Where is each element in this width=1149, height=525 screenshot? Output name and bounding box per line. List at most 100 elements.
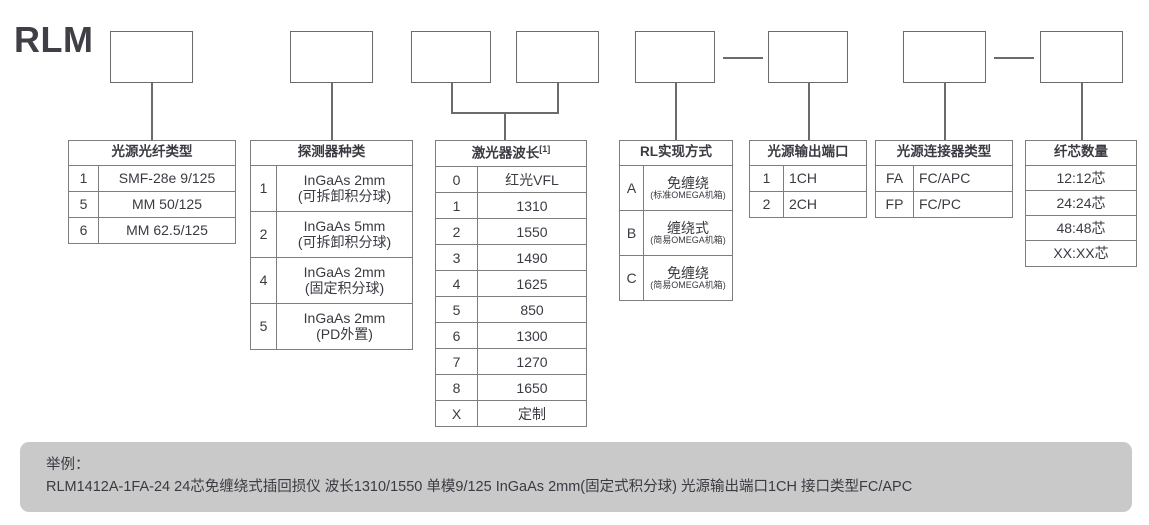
connector-6 bbox=[944, 83, 946, 140]
row-value: 1550 bbox=[516, 223, 548, 240]
table-row[interactable]: 1 SMF-28e 9/125 bbox=[69, 165, 235, 192]
row-key: 1 bbox=[750, 165, 784, 191]
table-row[interactable]: 12:12芯 bbox=[1026, 166, 1136, 191]
table-fiber-core-count: 纤芯数量 12:12芯 24:24芯 48:48芯 XX:XX芯 bbox=[1025, 140, 1137, 267]
table-light-source-output-port: 光源输出端口 1 1CH 2 2CH bbox=[749, 140, 867, 218]
table-row[interactable]: FP FC/PC bbox=[876, 191, 1012, 217]
row-value: FC/APC bbox=[919, 170, 971, 187]
code-box-4[interactable] bbox=[516, 31, 599, 83]
row-value-main: 免缠绕 bbox=[667, 264, 709, 281]
table-row[interactable]: XX:XX芯 bbox=[1053, 245, 1109, 262]
row-value: 1650 bbox=[516, 379, 548, 396]
connector-5 bbox=[808, 83, 810, 140]
code-box-5[interactable] bbox=[635, 31, 715, 83]
table-row[interactable]: 7 1270 bbox=[436, 349, 586, 376]
table-header: 光源输出端口 bbox=[750, 141, 866, 166]
row-key: 1 bbox=[436, 193, 478, 219]
table-light-source-connector-type: 光源连接器类型 FA FC/APC FP FC/PC bbox=[875, 140, 1013, 218]
table-row[interactable]: 8 1650 bbox=[436, 375, 586, 402]
table-row[interactable]: 2 1550 bbox=[436, 219, 586, 246]
row-key: 4 bbox=[251, 257, 277, 303]
table-row[interactable]: 5 InGaAs 2mm (PD外置) bbox=[251, 303, 412, 349]
connector-2 bbox=[331, 83, 333, 140]
table-header: 纤芯数量 bbox=[1026, 141, 1136, 166]
row-key: 6 bbox=[436, 323, 478, 349]
row-key: 2 bbox=[251, 211, 277, 257]
row-value-secondary: (可拆卸积分球) bbox=[297, 188, 392, 205]
row-key: FA bbox=[876, 165, 914, 191]
table-row[interactable]: 4 InGaAs 2mm (固定积分球) bbox=[251, 257, 412, 304]
row-value: 免缠绕 (标准OMEGA机箱) bbox=[644, 166, 732, 210]
row-value: 红光VFL bbox=[505, 171, 559, 188]
row-key: 1 bbox=[251, 165, 277, 211]
row-value: MM 50/125 bbox=[131, 196, 203, 213]
row-value-main: InGaAs 5mm bbox=[303, 218, 386, 235]
row-value-main: 缠绕式 bbox=[667, 219, 709, 236]
row-value-main: 免缠绕 bbox=[667, 174, 709, 191]
connector-7 bbox=[1081, 83, 1083, 140]
table-row[interactable]: 1 1310 bbox=[436, 193, 586, 220]
row-key: C bbox=[620, 255, 644, 300]
table-header: RL实现方式 bbox=[620, 141, 732, 166]
example-text: RLM1412A-1FA-24 24芯免缠绕式插回损仪 波长1310/1550 … bbox=[46, 479, 913, 496]
code-box-1[interactable] bbox=[110, 31, 193, 83]
table-header-label: 激光器波长 bbox=[471, 145, 540, 161]
row-value: InGaAs 5mm (可拆卸积分球) bbox=[277, 212, 412, 257]
table-row[interactable]: FA FC/APC bbox=[876, 165, 1012, 192]
row-value: 免缠绕 (简易OMEGA机箱) bbox=[644, 256, 732, 300]
row-value: 1310 bbox=[516, 197, 548, 214]
row-value: InGaAs 2mm (可拆卸积分球) bbox=[277, 166, 412, 211]
row-key: 5 bbox=[69, 191, 99, 217]
dash-separator-5-6 bbox=[723, 57, 763, 59]
row-value-main: InGaAs 2mm bbox=[303, 264, 386, 281]
table-row[interactable]: 48:48芯 bbox=[1026, 216, 1136, 241]
table-row[interactable]: C 免缠绕 (简易OMEGA机箱) bbox=[620, 255, 732, 300]
connector-3c bbox=[504, 112, 506, 140]
code-box-6[interactable] bbox=[768, 31, 848, 83]
row-value: 1270 bbox=[516, 353, 548, 370]
row-key: X bbox=[436, 401, 478, 427]
code-box-3[interactable] bbox=[411, 31, 491, 83]
table-row[interactable]: 2 InGaAs 5mm (可拆卸积分球) bbox=[251, 211, 412, 258]
row-key: 2 bbox=[436, 219, 478, 245]
row-value-main: InGaAs 2mm bbox=[303, 310, 386, 327]
code-box-7[interactable] bbox=[903, 31, 986, 83]
table-row[interactable]: 6 1300 bbox=[436, 323, 586, 350]
code-box-8[interactable] bbox=[1040, 31, 1123, 83]
row-key: B bbox=[620, 210, 644, 255]
table-row[interactable]: 2 2CH bbox=[750, 191, 866, 217]
row-key: 8 bbox=[436, 375, 478, 401]
row-value: 1300 bbox=[516, 327, 548, 344]
table-row[interactable]: A 免缠绕 (标准OMEGA机箱) bbox=[620, 165, 732, 211]
row-key: A bbox=[620, 165, 644, 210]
brand-logo: RLM bbox=[14, 19, 94, 60]
row-value: FC/PC bbox=[919, 196, 961, 213]
table-header: 激光器波长[1] bbox=[436, 141, 586, 168]
table-row[interactable]: 6 MM 62.5/125 bbox=[69, 217, 235, 243]
connector-3a bbox=[451, 83, 453, 113]
table-row[interactable]: B 缠绕式 (简易OMEGA机箱) bbox=[620, 210, 732, 256]
code-box-2[interactable] bbox=[290, 31, 373, 83]
table-detector-type: 探测器种类 1 InGaAs 2mm (可拆卸积分球) 2 InGaAs 5mm… bbox=[250, 140, 413, 350]
table-row[interactable]: 1 InGaAs 2mm (可拆卸积分球) bbox=[251, 165, 412, 212]
row-key: 6 bbox=[69, 217, 99, 243]
row-value: 1490 bbox=[516, 249, 548, 266]
footnote-marker: [1] bbox=[539, 144, 551, 154]
row-key: 7 bbox=[436, 349, 478, 375]
table-row[interactable]: 1 1CH bbox=[750, 165, 866, 192]
row-key: 5 bbox=[436, 297, 478, 323]
example-title: 举例： bbox=[46, 457, 90, 473]
table-row[interactable]: 5 MM 50/125 bbox=[69, 191, 235, 218]
connector-4 bbox=[675, 83, 677, 140]
row-value-secondary: (固定积分球) bbox=[304, 280, 385, 297]
row-value-note: (简易OMEGA机箱) bbox=[650, 234, 726, 245]
row-value: MM 62.5/125 bbox=[126, 222, 208, 239]
table-row[interactable]: 24:24芯 bbox=[1026, 191, 1136, 216]
example-panel: 举例： RLM1412A-1FA-24 24芯免缠绕式插回损仪 波长1310/1… bbox=[20, 442, 1132, 512]
